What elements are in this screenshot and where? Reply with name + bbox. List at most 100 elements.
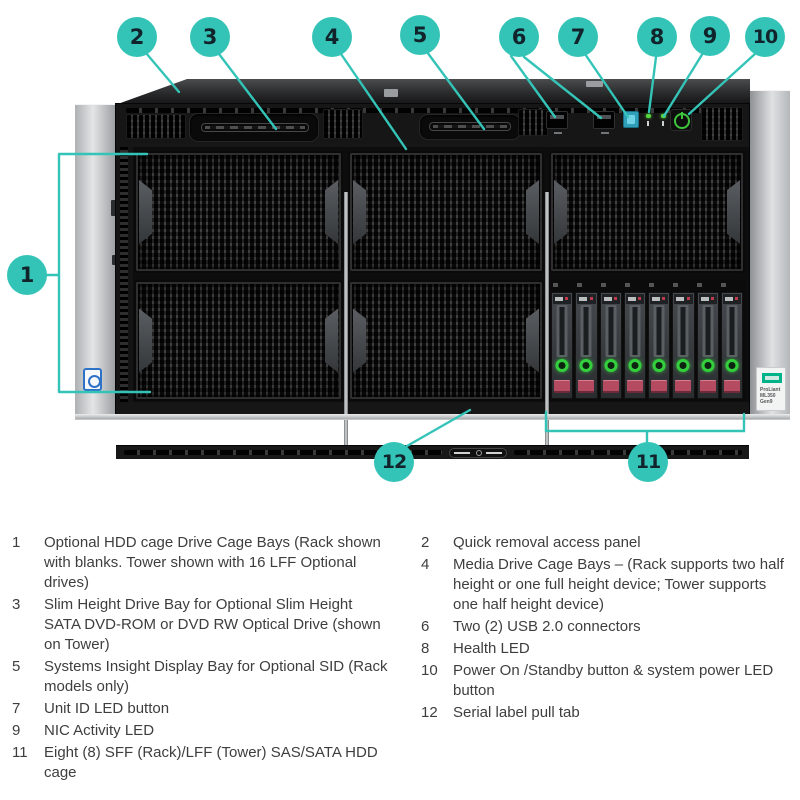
proliant-model-plate: ProLiant ML350 Gen9 — [756, 367, 786, 411]
bottom-vent-slots — [124, 450, 442, 455]
legend-item-4: 4 Media Drive Cage Bays – (Rack supports … — [421, 555, 793, 615]
callout-6-number: 6 — [511, 25, 527, 49]
sff-drive-7 — [696, 292, 719, 399]
drive-cage-blank-1 — [134, 151, 343, 273]
callout-7: 7 — [558, 17, 598, 57]
callout-4: 4 — [312, 17, 352, 57]
vent-grille — [323, 109, 363, 139]
drive-handle — [702, 305, 714, 357]
drive-release-button — [626, 380, 643, 393]
callout-9-number: 9 — [702, 24, 718, 48]
drive-release-button — [699, 380, 716, 393]
optical-drive-bay — [189, 113, 319, 142]
bezel-left — [75, 104, 117, 415]
legend-item-11: 11 Eight (8) SFF (Rack)/LFF (Tower) SAS/S… — [12, 743, 404, 783]
callout-5-number: 5 — [412, 23, 428, 47]
intel-xeon-badge-icon — [83, 368, 102, 391]
drive-handle — [580, 305, 592, 357]
sid-display-slot — [429, 122, 511, 131]
callout-12: 12 — [374, 442, 414, 482]
health-led — [646, 114, 651, 126]
legend-text: Two (2) USB 2.0 connectors — [453, 618, 641, 635]
legend-number: 1 — [12, 534, 21, 551]
legend-text: Unit ID LED button — [44, 700, 170, 717]
legend-number: 11 — [12, 744, 28, 761]
cage-divider — [545, 192, 549, 445]
usb-port-1 — [546, 111, 568, 134]
legend-text: Optional HDD cage Drive Cage Bays (Rack … — [44, 534, 381, 591]
callout-3: 3 — [190, 17, 230, 57]
callout-11-number: 11 — [635, 451, 661, 473]
drive-release-button — [723, 380, 740, 393]
chassis-edge-strip — [116, 147, 133, 402]
sff-drive-2 — [575, 292, 598, 399]
callout-10: 10 — [745, 17, 785, 57]
callout-3-number: 3 — [202, 25, 218, 49]
callout-4-number: 4 — [324, 25, 340, 49]
legend-number: 2 — [421, 534, 430, 551]
vent-grille — [701, 107, 743, 141]
bezel-right: ProLiant ML350 Gen9 — [750, 90, 790, 415]
callout-1-number: 1 — [19, 263, 35, 287]
legend-number: 6 — [421, 618, 430, 635]
sid-display-bay — [419, 114, 521, 140]
legend-text: NIC Activity LED — [44, 722, 155, 739]
sff-drive-6 — [672, 292, 695, 399]
callout-2-number: 2 — [129, 25, 145, 49]
legend-text: Media Drive Cage Bays – (Rack supports t… — [453, 556, 784, 613]
hpe-logo-sticker — [586, 81, 603, 87]
drive-led-icon — [604, 359, 618, 372]
legend-item-6: 6 Two (2) USB 2.0 connectors — [421, 617, 793, 637]
legend-text: Eight (8) SFF (Rack)/LFF (Tower) SAS/SAT… — [44, 744, 378, 781]
drive-label — [601, 294, 620, 304]
drive-label — [625, 294, 644, 304]
model-plate-line3: Gen9 — [760, 399, 773, 405]
callout-2: 2 — [117, 17, 157, 57]
legend-item-1: 1 Optional HDD cage Drive Cage Bays (Rack… — [12, 533, 404, 593]
drive-label — [577, 294, 596, 304]
vent-grille — [518, 109, 548, 136]
drive-handle — [726, 305, 738, 357]
drive-release-button — [651, 380, 668, 393]
legend-text: Health LED — [453, 640, 530, 657]
model-plate-line2: ML350 — [760, 393, 776, 399]
drive-release-button — [675, 380, 692, 393]
drive-handle — [605, 305, 617, 357]
callout-1: 1 — [7, 255, 47, 295]
pull-tab-ring — [476, 450, 482, 456]
legend-text: Systems Insight Display Bay for Optional… — [44, 658, 388, 695]
vent-grille — [126, 114, 186, 139]
top-sticker — [384, 89, 398, 97]
serial-label-pull-tab — [449, 448, 507, 458]
callout-8: 8 — [637, 17, 677, 57]
callout-10-number: 10 — [752, 26, 778, 48]
optical-drive-slot — [201, 123, 309, 132]
front-panel — [115, 103, 750, 459]
drive-cage-blank-4 — [134, 280, 343, 401]
pull-tab-mark — [486, 452, 502, 454]
legend-number: 4 — [421, 556, 430, 573]
callout-6: 6 — [499, 17, 539, 57]
sff-drive-4 — [623, 292, 646, 399]
drive-release-button — [602, 380, 619, 393]
drive-label — [698, 294, 717, 304]
drive-led-icon — [555, 359, 569, 372]
callout-7-number: 7 — [570, 25, 586, 49]
callout-9: 9 — [690, 16, 730, 56]
drive-handle — [556, 305, 568, 357]
drive-led-icon — [579, 359, 593, 372]
drive-led-icon — [676, 359, 690, 372]
model-plate-line1: ProLiant — [760, 387, 781, 393]
legend-number: 10 — [421, 662, 438, 679]
drive-led-icon — [628, 359, 642, 372]
sff-drive-5 — [648, 292, 671, 399]
hpe-logo-icon — [762, 373, 782, 383]
